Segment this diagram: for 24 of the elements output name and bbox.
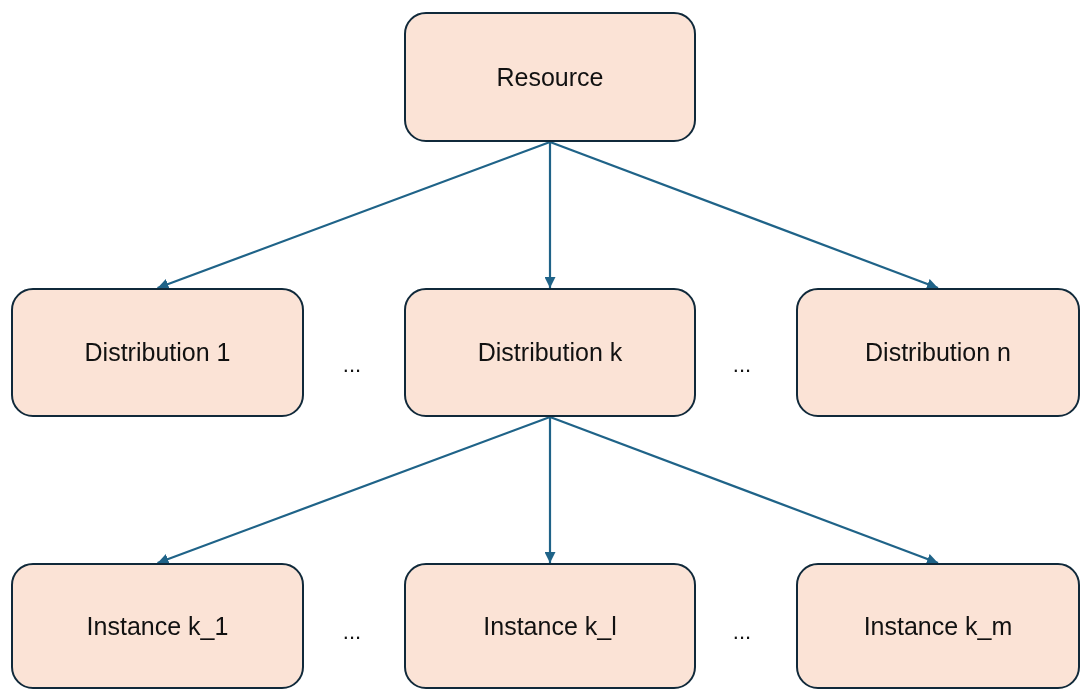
node-label: Instance k_l <box>483 611 617 641</box>
ellipsis: ... <box>342 619 362 645</box>
node-label: Distribution n <box>865 338 1011 367</box>
node-label: Distribution 1 <box>84 338 231 367</box>
arrow <box>544 417 556 563</box>
process-box <box>796 563 1080 689</box>
process-box <box>404 288 696 417</box>
node-label: Instance k_m <box>863 611 1013 641</box>
ellipsis: ... <box>732 619 752 645</box>
arrow <box>157 140 551 290</box>
arrow <box>157 415 551 565</box>
process-box <box>404 12 696 142</box>
process-box <box>11 288 304 417</box>
node-label: Distribution k <box>477 338 623 367</box>
process-box <box>11 563 304 689</box>
arrow <box>549 415 939 565</box>
process-box <box>796 288 1080 417</box>
ellipsis: ... <box>342 352 362 378</box>
ellipsis: ... <box>732 352 752 378</box>
process-box <box>404 563 696 689</box>
arrow <box>549 140 939 290</box>
node-label: Resource <box>496 62 604 92</box>
node-label: Instance k_1 <box>86 611 229 641</box>
arrow <box>544 142 556 288</box>
